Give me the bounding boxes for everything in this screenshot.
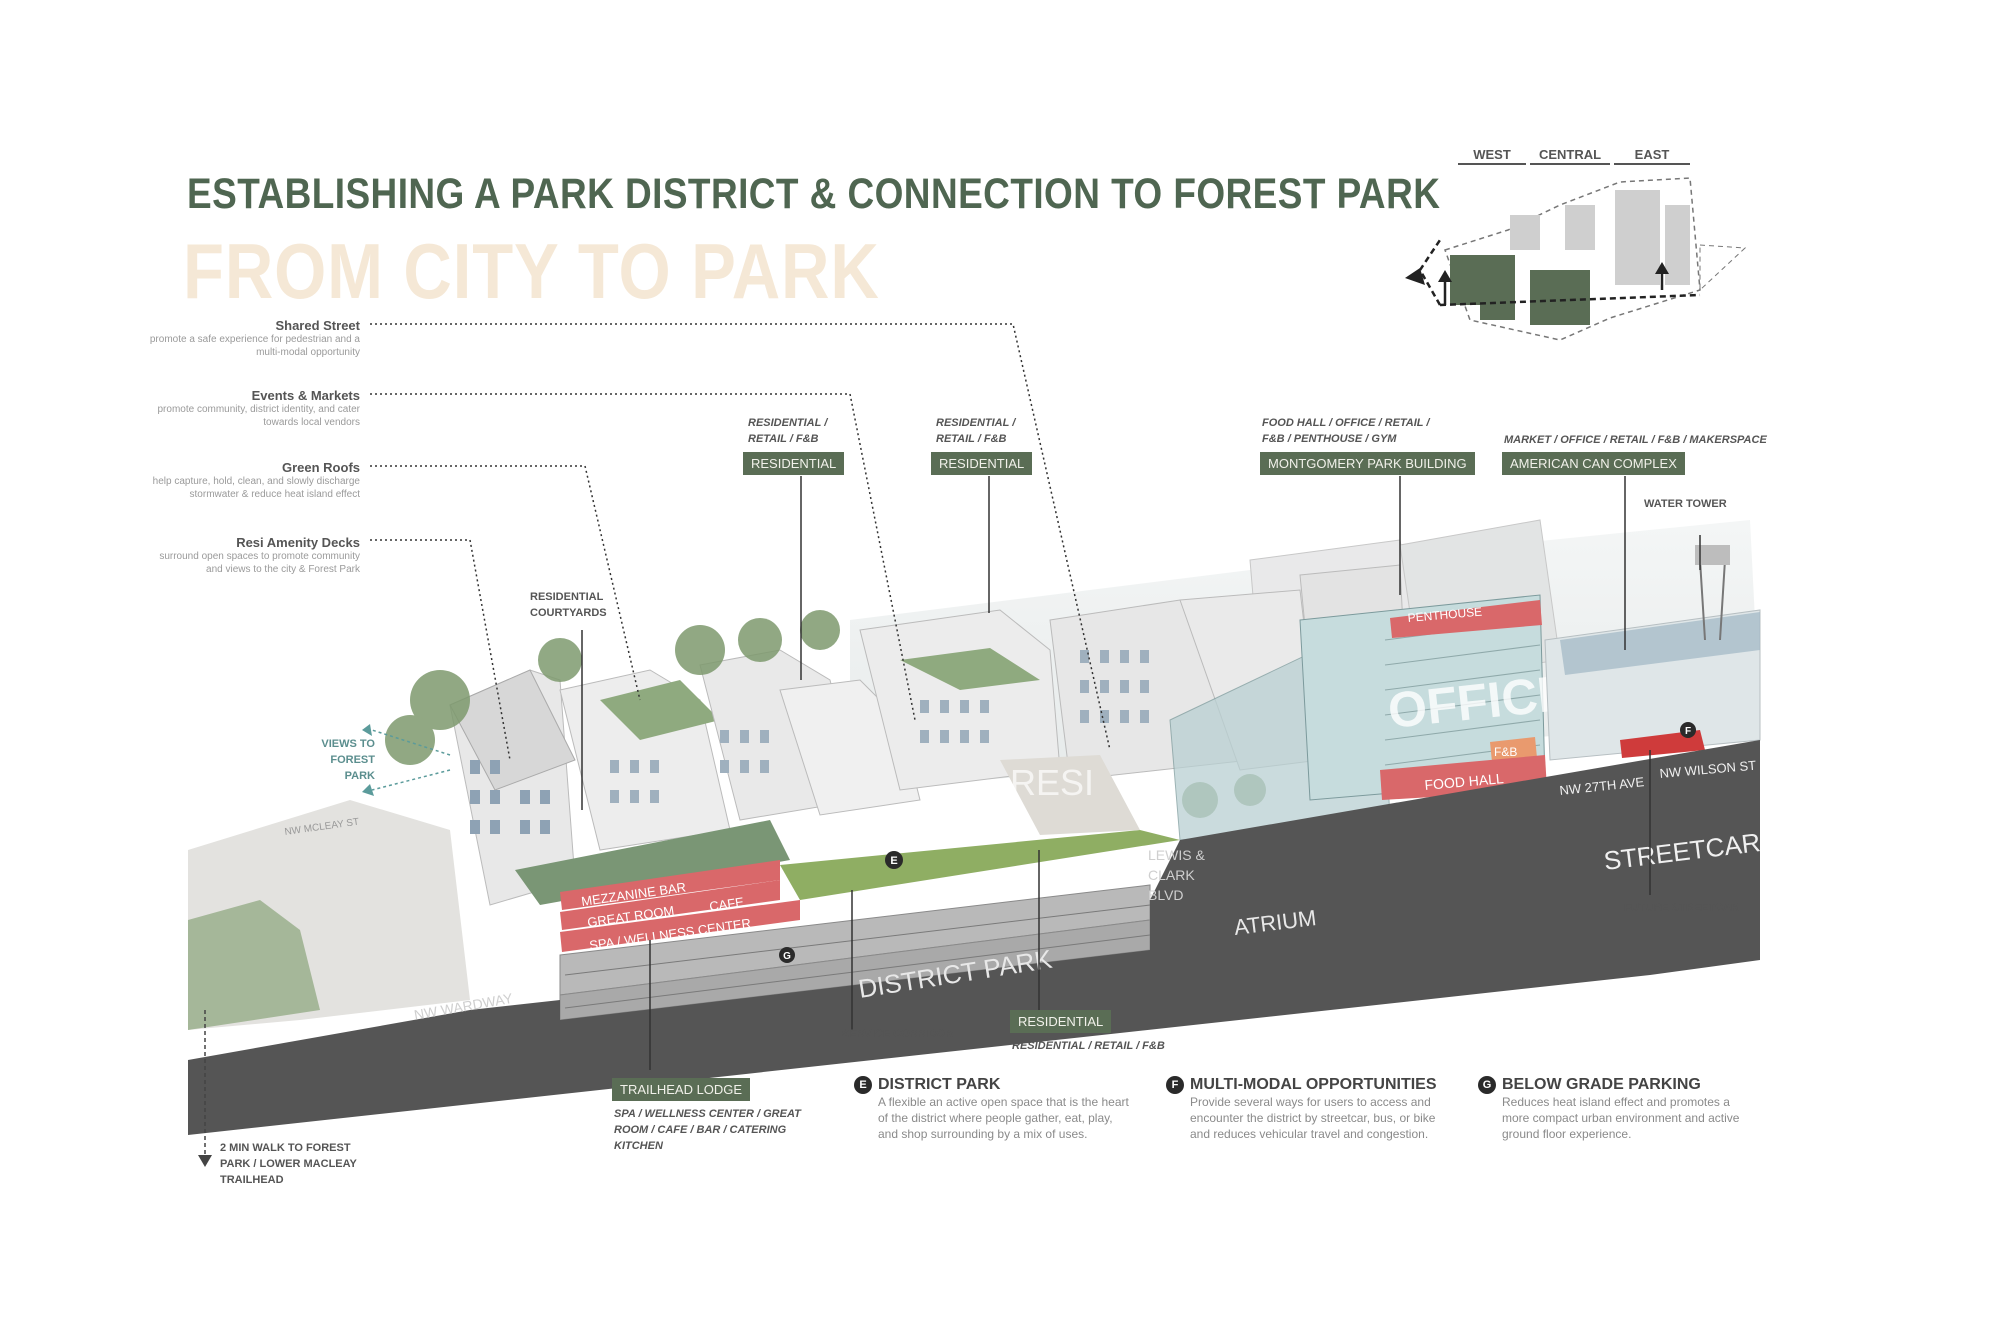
marker-e-icon: E (854, 1076, 872, 1094)
res-courtyards-label: RESIDENTIAL COURTYARDS (530, 591, 607, 619)
lodge-roof (515, 820, 790, 905)
footer-title: BELOW GRADE PARKING (1502, 1076, 1701, 1094)
clark-label: CLARK (1148, 867, 1195, 883)
footer-district-park: E DISTRICT PARK A flexible an active open… (854, 1076, 1134, 1142)
leader-lines (370, 323, 1111, 761)
legend-shared-street: Shared Street promote a safe experience … (140, 318, 360, 359)
trail-tag: TRAILHEAD LODGE (612, 1078, 751, 1101)
trail-use: SPA / WELLNESS CENTER / GREAT ROOM / CAF… (614, 1108, 801, 1152)
streetcar-vehicle (1620, 730, 1705, 758)
amer-use: MARKET / OFFICE / RETAIL / F&B / MAKERSP… (1504, 434, 1767, 446)
marker-f: F (1685, 726, 1691, 737)
footer-desc: Reduces heat island effect and promotes … (1502, 1095, 1740, 1142)
key-map: WEST CENTRAL EAST (1405, 147, 1747, 341)
legend-desc: promote a safe experience for pedestrian… (149, 334, 360, 358)
legend-resi-amenity: Resi Amenity Decks surround open spaces … (140, 535, 360, 576)
footer-title: DISTRICT PARK (878, 1076, 1001, 1094)
res2-use: RESIDENTIAL / RETAIL / F&B (936, 417, 1016, 445)
keymap-central: CENTRAL (1539, 147, 1601, 162)
district-park-lawn (780, 830, 1180, 900)
amer-tag: AMERICAN CAN COMPLEX (1502, 452, 1685, 475)
marker-f-icon: F (1166, 1076, 1184, 1094)
legend-title: Resi Amenity Decks (236, 535, 360, 550)
walk-label: 2 MIN WALK TO FOREST PARK / LOWER MACLEA… (220, 1142, 357, 1186)
footer-multimodal: F MULTI-MODAL OPPORTUNITIES Provide sever… (1166, 1076, 1456, 1142)
legend-desc: promote community, district identity, an… (157, 404, 361, 428)
res1-tag: RESIDENTIAL (743, 452, 845, 475)
legend-desc: help capture, hold, clean, and slowly di… (152, 476, 360, 500)
legend-events-markets: Events & Markets promote community, dist… (140, 388, 361, 429)
res1-use: RESIDENTIAL / RETAIL / F&B (748, 417, 828, 445)
res3-tag: RESIDENTIAL (1010, 1010, 1112, 1033)
penthouse-band (1390, 600, 1542, 638)
legend-green-roofs: Green Roofs help capture, hold, clean, a… (140, 460, 360, 501)
page-subtitle: FROM CITY TO PARK (183, 227, 880, 315)
marker-g: G (783, 951, 791, 962)
water-tower-label: WATER TOWER (1644, 498, 1727, 510)
mont-tag: MONTGOMERY PARK BUILDING (1260, 452, 1475, 475)
service-corridor-label: SERVICE CORRIDOR (842, 1028, 954, 1040)
cafe-label: CAFE (708, 894, 745, 914)
ground-section (188, 740, 1760, 1135)
legend-title: Events & Markets (251, 388, 360, 403)
legend-desc: surround open spaces to promote communit… (159, 551, 360, 575)
keymap-east: EAST (1635, 147, 1670, 162)
res3-use: RESIDENTIAL / RETAIL / F&B (1012, 1040, 1165, 1052)
footer-desc: A flexible an active open space that is … (878, 1095, 1129, 1142)
food-hall-label: FOOD HALL (1424, 770, 1505, 793)
penthouse-label: PENTHOUSE (1407, 605, 1483, 625)
marker-e: E (890, 855, 897, 867)
footer-title: MULTI-MODAL OPPORTUNITIES (1190, 1076, 1437, 1094)
marker-g-icon: G (1478, 1076, 1496, 1094)
fb-band (1490, 737, 1537, 762)
legend-title: Shared Street (275, 318, 360, 333)
res2-tag: RESIDENTIAL (931, 452, 1033, 475)
keymap-west: WEST (1473, 147, 1511, 162)
future-streetcar-label: FUTURE STREETCAR (1624, 902, 1739, 914)
resi-label: RESI (1010, 762, 1094, 803)
legend-title: Green Roofs (281, 460, 360, 475)
footer-parking: G BELOW GRADE PARKING Reduces heat island… (1478, 1076, 1758, 1142)
page-title: ESTABLISHING A PARK DISTRICT & CONNECTIO… (187, 170, 1441, 218)
lewis-label: LEWIS & (1148, 847, 1205, 863)
fb-label: F&B (1494, 745, 1517, 759)
blvd-label: BLVD (1148, 887, 1184, 903)
footer-desc: Provide several ways for users to access… (1190, 1095, 1436, 1142)
mont-use: FOOD HALL / OFFICE / RETAIL / F&B / PENT… (1262, 417, 1430, 445)
views-label: VIEWS TO FOREST PARK (321, 738, 375, 782)
